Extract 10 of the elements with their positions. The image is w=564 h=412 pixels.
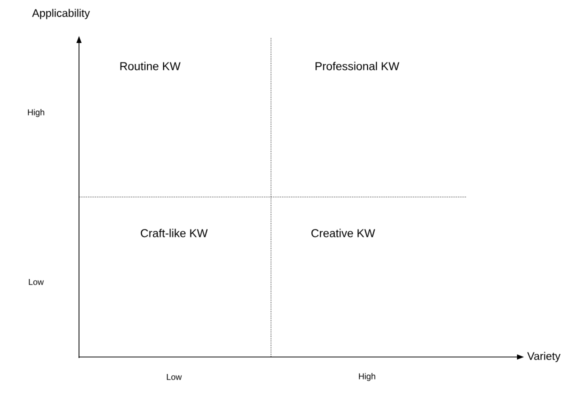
axis-level: High — [28, 109, 44, 117]
axis-level: Low — [28, 279, 44, 285]
axis-title: Applicability — [32, 8, 90, 20]
axis-level: Low — [166, 374, 182, 380]
axis-level: High — [358, 373, 376, 381]
quadrant-label: Creative KW — [311, 228, 376, 238]
quadrant-label: Routine KW — [120, 62, 180, 70]
quadrant-label: Craft-like KW — [140, 228, 208, 238]
axis-title: Variety — [527, 352, 560, 362]
quadrant-label: Professional KW — [316, 62, 400, 70]
